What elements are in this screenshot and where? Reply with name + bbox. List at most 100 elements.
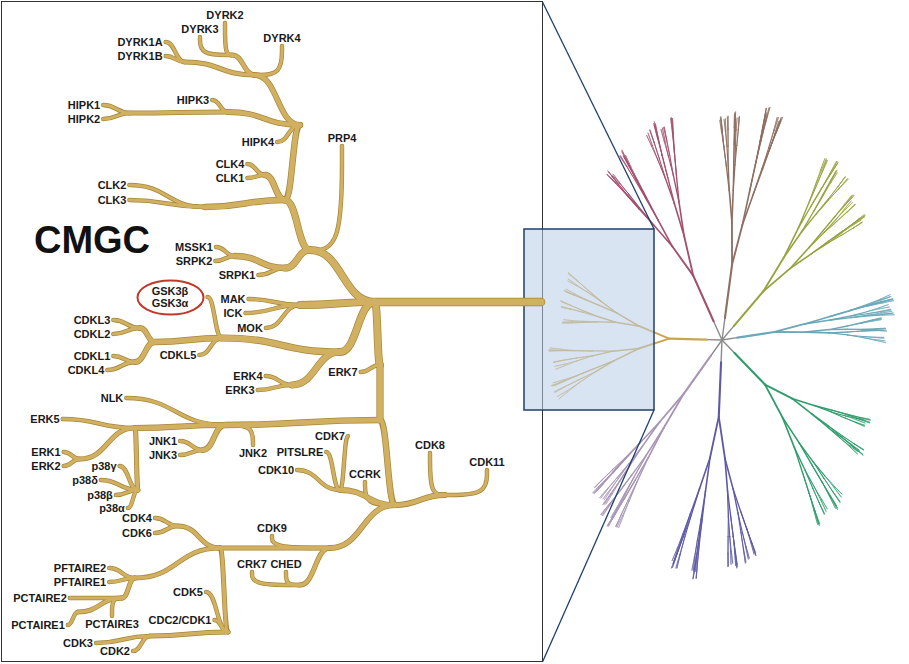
tree-branch — [68, 612, 78, 625]
kinome-branch — [734, 128, 736, 144]
kinome-branch — [874, 330, 884, 331]
kinome-branch — [671, 118, 672, 133]
kinome-branch — [672, 119, 674, 134]
kinome-branch — [726, 166, 729, 190]
kinome-branch — [822, 482, 831, 497]
kinome-branch — [731, 552, 732, 564]
kinome-branch — [868, 315, 882, 317]
kinome-branch — [658, 220, 672, 246]
kinome-branch — [611, 508, 617, 519]
kinome-branch — [839, 179, 847, 188]
kinome-branch — [848, 329, 863, 330]
kinome-branch — [630, 167, 637, 181]
kinome-branch — [600, 489, 608, 498]
kinome-branch — [679, 202, 684, 236]
tree-branch — [130, 112, 228, 113]
tree-branch — [155, 526, 178, 533]
kinome-branch — [852, 220, 861, 225]
kinome-branch — [731, 516, 734, 536]
kinome-branch — [809, 494, 814, 510]
kinome-branch — [728, 491, 731, 516]
kinome-branch — [881, 313, 892, 315]
kinome-branch — [619, 185, 628, 195]
kinase-label: CRK7 — [237, 558, 267, 570]
kinome-branch — [845, 202, 853, 209]
kinome-branch — [622, 150, 628, 164]
kinome-branch — [829, 426, 843, 437]
kinome-branch — [873, 329, 881, 330]
tree-branch — [214, 620, 228, 632]
kinome-branch — [733, 165, 735, 190]
tree-branch — [216, 247, 235, 256]
kinome-branch — [842, 224, 852, 232]
kinome-branch — [867, 308, 879, 312]
kinome-branch — [770, 133, 775, 149]
kinome-branch — [727, 536, 728, 553]
kinome-branch — [694, 541, 697, 558]
tree-branch — [135, 342, 155, 362]
kinome-branch — [747, 529, 751, 543]
kinome-branch — [625, 477, 634, 494]
kinome-branch — [851, 306, 868, 311]
tree-branch — [285, 250, 310, 268]
tree-branch — [225, 425, 253, 445]
kinome-branch — [843, 228, 854, 235]
kinome-branch — [872, 320, 881, 321]
tree-branch — [113, 328, 140, 334]
kinome-branch — [603, 490, 610, 499]
kinome-branch — [764, 115, 767, 128]
kinome-branch — [815, 171, 821, 185]
kinome-branch — [711, 340, 722, 356]
kinome-branch — [738, 513, 742, 532]
tree-branch — [277, 125, 300, 142]
kinase-label: CDKL2 — [74, 328, 111, 340]
tree-branch — [180, 450, 203, 455]
kinome-branch — [639, 209, 654, 226]
tree-branch — [376, 365, 383, 420]
kinome-branch — [814, 510, 818, 524]
kinome-branch — [611, 507, 617, 517]
kinome-branch — [855, 215, 865, 222]
kinome-branch — [775, 331, 806, 333]
kinome-branch — [811, 241, 828, 254]
kinome-branch — [811, 189, 822, 207]
tree-branch — [185, 62, 255, 75]
kinome-branch — [671, 119, 673, 133]
kinome-branch — [861, 320, 872, 323]
kinome-branch — [837, 212, 847, 221]
kinase-label: PCTAIRE2 — [13, 592, 67, 604]
kinome-branch — [735, 552, 736, 565]
kinase-label: MOK — [237, 322, 263, 334]
kinome-branch — [732, 190, 733, 222]
kinome-branch — [743, 549, 745, 563]
tree-branch — [430, 453, 445, 495]
tree-branch — [380, 420, 395, 505]
tree-branch — [228, 112, 300, 125]
kinome-branch — [823, 182, 830, 195]
kinome-branch — [816, 199, 828, 214]
kinase-label: CDKL5 — [160, 349, 197, 361]
kinome-branch — [828, 187, 838, 199]
tree-branch — [101, 480, 138, 490]
kinome-branch — [737, 129, 738, 145]
kinome-branch — [638, 180, 647, 197]
kinome-branch — [735, 146, 737, 166]
kinome-branch — [616, 515, 621, 527]
kinome-branch — [814, 195, 824, 211]
kinome-branch — [722, 340, 735, 353]
kinome-branch — [730, 552, 731, 565]
tree-branch — [80, 428, 135, 459]
tree-branch — [166, 56, 185, 62]
kinome-branch — [856, 423, 864, 426]
kinome-branch — [612, 508, 617, 518]
kinome-branch — [881, 310, 892, 312]
kinase-label: p38γ — [91, 460, 116, 472]
kinome-branch — [868, 315, 882, 316]
tree-branch — [80, 428, 135, 459]
kinome-branch — [830, 316, 851, 320]
kinome-branch — [659, 159, 665, 179]
tree-branch — [109, 578, 135, 582]
kinome-branch — [854, 222, 862, 227]
kinome-branch — [724, 120, 725, 131]
kinome-branch — [845, 195, 854, 204]
